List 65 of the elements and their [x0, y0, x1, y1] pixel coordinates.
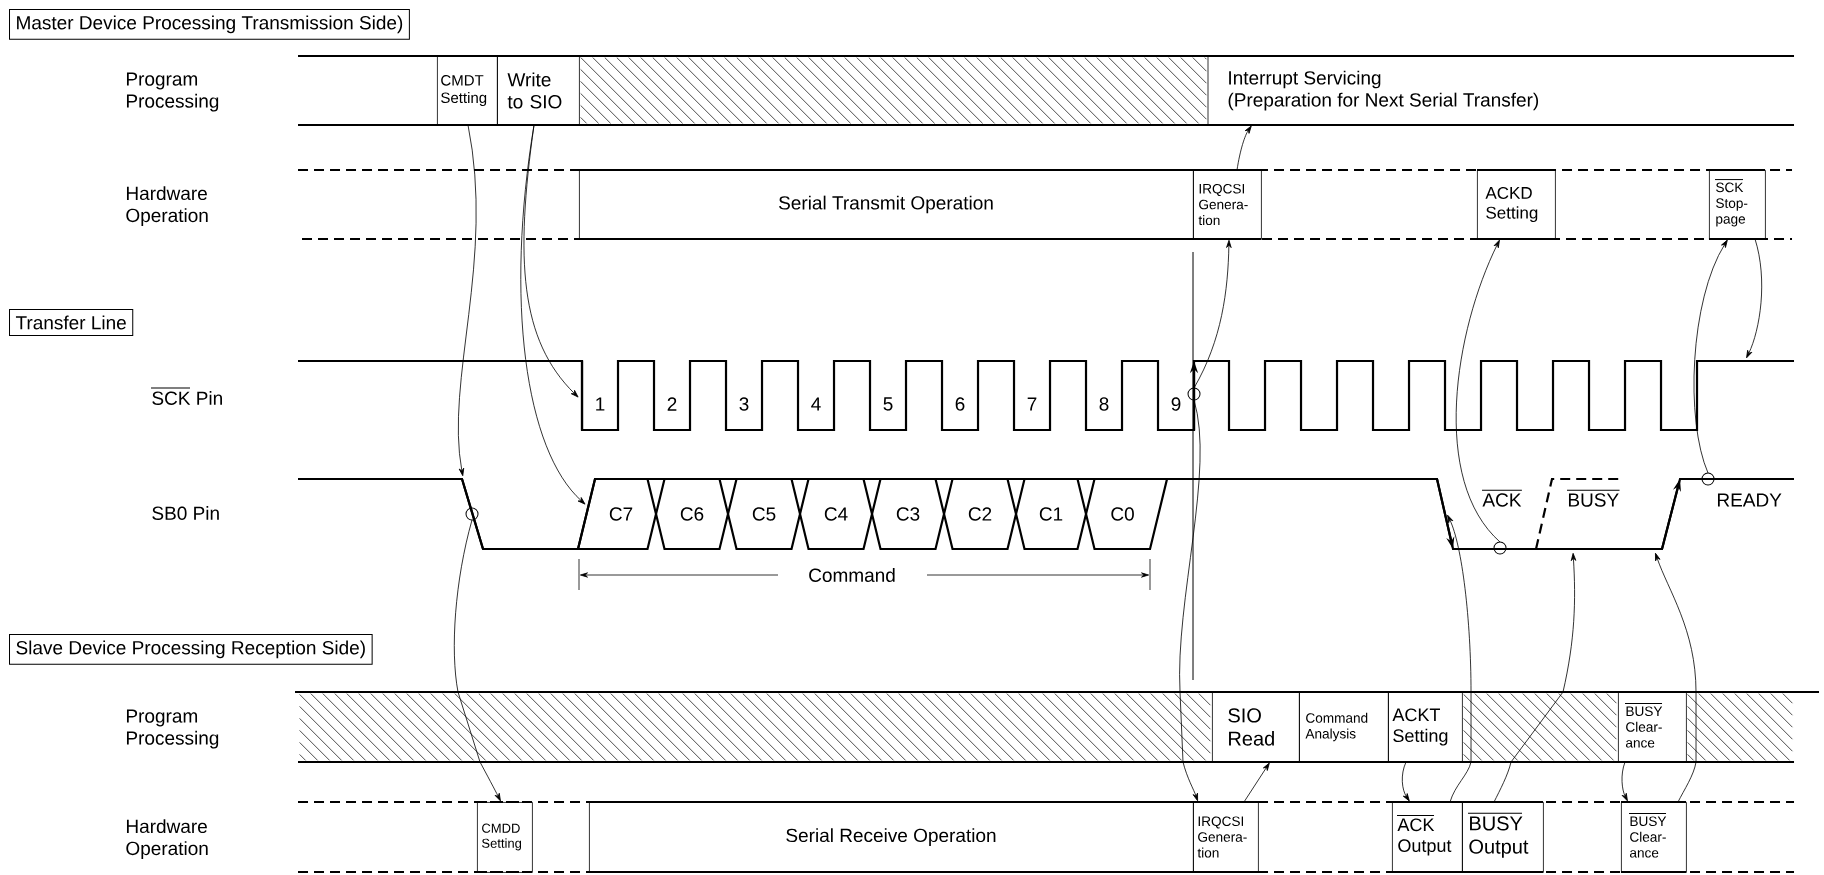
arrow — [1236, 125, 1252, 171]
process-box: BUSY Clear-ance — [1621, 800, 1687, 874]
process-box: Command Analysis — [1299, 690, 1389, 764]
clock-level — [1712, 359, 1770, 363]
arrow — [1401, 761, 1410, 802]
process-box: BUSY Output — [1462, 800, 1544, 874]
row-label: Hardware Operation — [126, 186, 208, 226]
signal-label: BUSY — [1566, 489, 1621, 507]
section-heading-box: Master Device Processing Transmission Side) — [9, 9, 410, 40]
arrow — [1447, 514, 1472, 803]
arrow — [1243, 762, 1270, 803]
arrow — [1179, 399, 1201, 802]
bit-cell: C5 — [726, 477, 802, 551]
arrow — [1193, 239, 1232, 389]
arrow — [1655, 552, 1697, 803]
band-segment: Interrupt Servicing (Preparation for Next Serial Transfer) — [1207, 54, 1760, 127]
data-edge — [460, 478, 485, 550]
process-box: ACK Output — [1392, 800, 1463, 874]
process-box: Write to SIO — [497, 54, 580, 127]
process-box: SIO Read — [1212, 690, 1300, 764]
process-box: ACKD Setting — [1477, 168, 1556, 241]
clock-number: 5 — [883, 397, 893, 411]
signal-label: READY — [1718, 493, 1782, 507]
arrow — [1693, 239, 1728, 474]
clock-number: 2 — [667, 397, 677, 411]
clock-number: 8 — [1099, 397, 1109, 411]
bit-cell: C6 — [654, 477, 730, 551]
clock-number: 6 — [955, 397, 965, 411]
bit-cell: C7 — [576, 477, 658, 551]
process-box: ACKT Setting — [1388, 690, 1463, 764]
process-box: IRQCSI Genera-tion — [1193, 168, 1262, 241]
process-box: SCK Stop-page — [1709, 168, 1766, 241]
data-level — [1453, 541, 1662, 555]
row-label: SB0 Pin — [152, 506, 219, 520]
clock-edge — [580, 361, 584, 430]
process-box: BUSY Clear-ance — [1618, 690, 1687, 764]
clock-number: 9 — [1171, 397, 1181, 411]
signal-label: ACK — [1481, 489, 1523, 507]
row-label: Program Processing — [127, 72, 219, 112]
process-box: CMDD Setting — [477, 800, 533, 874]
arrow — [520, 124, 586, 505]
process-box: Serial Transmit Operation — [579, 168, 1194, 241]
bit-cell: C4 — [798, 477, 874, 551]
bit-cell: C3 — [870, 477, 946, 551]
dimension-label: Command — [809, 568, 895, 582]
section-heading-box: Slave Device Processing Reception Side) — [9, 634, 373, 665]
row-label: Hardware Operation — [126, 819, 208, 859]
clock-number: 3 — [739, 397, 749, 411]
arrow — [1455, 239, 1501, 543]
row-label: Program Processing — [127, 709, 219, 749]
arrow — [1493, 552, 1577, 803]
process-box: IRQCSI Genera-tion — [1193, 800, 1259, 874]
bit-cell: C2 — [942, 477, 1018, 551]
process-box: CMDT Setting — [437, 54, 498, 127]
arrow — [453, 519, 501, 802]
arrow — [457, 124, 477, 477]
section-heading-box: Transfer Line — [9, 309, 134, 336]
arrow — [1746, 238, 1763, 359]
clock-number: 7 — [1027, 397, 1037, 411]
arrow — [1621, 761, 1628, 802]
bit-cell: C1 — [1014, 477, 1088, 551]
clock-number: 4 — [811, 397, 821, 411]
bit-cell: C0 — [1084, 477, 1169, 551]
process-box: Serial Receive Operation — [589, 800, 1194, 874]
row-label: SCK Pin — [150, 387, 222, 405]
